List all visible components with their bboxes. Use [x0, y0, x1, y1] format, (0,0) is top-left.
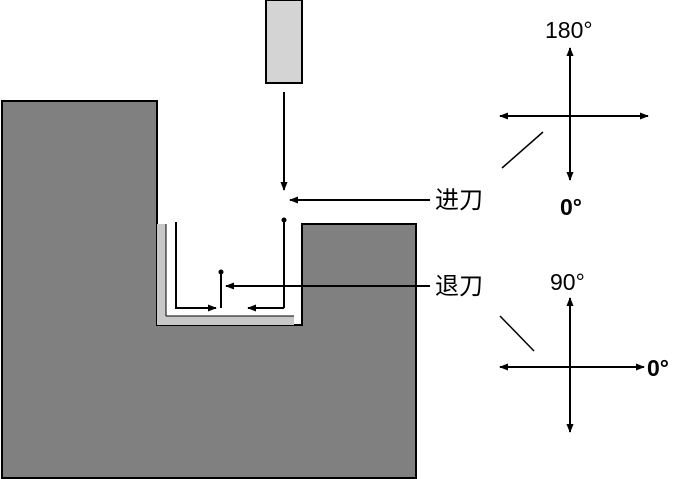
retract-label: 退刀 [435, 272, 483, 300]
tool-path [175, 92, 430, 312]
retract-point [218, 269, 224, 275]
feed-in-label: 进刀 [435, 186, 483, 214]
lower-compass-top-label: 90° [550, 269, 585, 295]
machining-allowance [157, 224, 294, 325]
upper-compass-bottom-label: 0° [560, 194, 582, 220]
upper-direction-line [501, 131, 544, 169]
cutting-tool [265, 0, 303, 84]
upper-compass [499, 47, 649, 181]
lower-compass [499, 297, 645, 433]
lower-compass-right-label: 0° [647, 355, 669, 381]
feed-point [281, 217, 287, 223]
upper-compass-top-label: 180° [545, 17, 593, 43]
lower-direction-line [499, 315, 535, 352]
workpiece [1, 100, 417, 479]
